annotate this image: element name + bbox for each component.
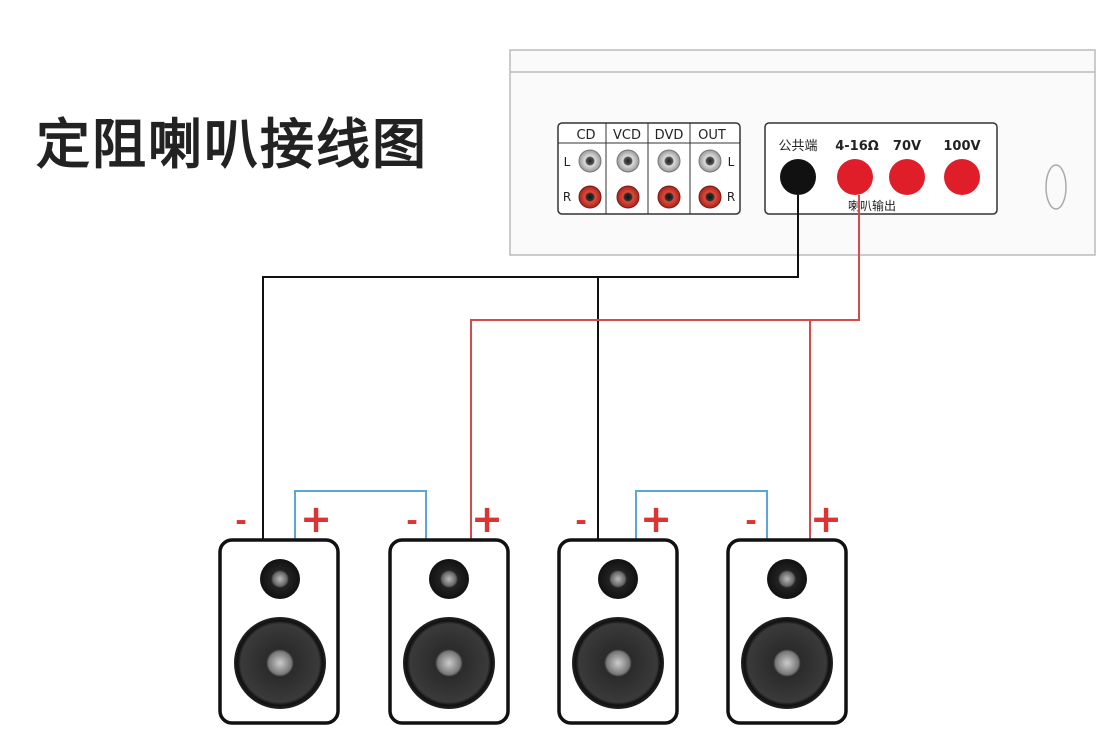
input-label-out: OUT <box>698 128 726 143</box>
rca-jack-out-left <box>698 149 722 173</box>
speaker-1-plus: + <box>300 497 332 541</box>
rca-jack-vcd-left <box>616 149 640 173</box>
channel-left-label-out: L <box>728 155 735 169</box>
rca-jack-dvd-right <box>657 185 681 209</box>
speaker-1-minus: - <box>235 504 247 537</box>
output-panel: 公共端 4-16Ω 70V 100V 喇叭输出 <box>764 122 998 215</box>
speaker-1-tweeter <box>260 559 300 599</box>
terminal-4-16ohm <box>837 159 873 195</box>
speaker-output-caption: 喇叭输出 <box>848 198 896 213</box>
positive-wire <box>470 195 860 540</box>
terminal-100v <box>944 159 980 195</box>
speaker-3-plus: + <box>640 497 672 541</box>
series-link-wires <box>294 490 768 540</box>
power-indicator <box>1045 164 1067 210</box>
amplifier: CD VCD DVD OUT L R L R 公共端 4-16Ω 70V 100… <box>509 49 1096 256</box>
polarity-marks: - + - + - + - + <box>235 497 842 541</box>
speaker-4-tweeter <box>767 559 807 599</box>
speaker-4-woofer <box>741 617 833 709</box>
channel-right-label-out: R <box>727 190 735 204</box>
input-label-dvd: DVD <box>655 128 684 143</box>
rca-jack-dvd-left <box>657 149 681 173</box>
diagram-title: 定阻喇叭接线图 <box>36 113 428 176</box>
rca-jack-cd-left <box>578 149 602 173</box>
rca-jack-out-right <box>698 185 722 209</box>
terminal-label-70v: 70V <box>893 139 921 154</box>
speaker-2 <box>388 538 510 725</box>
speaker-1 <box>218 538 340 725</box>
speaker-2-minus: - <box>406 504 418 537</box>
channel-left-label: L <box>564 155 571 169</box>
terminal-70v <box>889 159 925 195</box>
terminal-label-100v: 100V <box>943 139 980 154</box>
speaker-3-woofer <box>572 617 664 709</box>
channel-right-label: R <box>563 190 571 204</box>
speaker-4-plus: + <box>810 497 842 541</box>
speaker-1-woofer <box>234 617 326 709</box>
speaker-3 <box>557 538 679 725</box>
terminal-label-4-16ohm: 4-16Ω <box>835 139 879 154</box>
rca-jack-cd-right <box>578 185 602 209</box>
speaker-2-plus: + <box>471 497 503 541</box>
terminal-common <box>780 159 816 195</box>
rca-jack-vcd-right <box>616 185 640 209</box>
speaker-2-woofer <box>403 617 495 709</box>
speaker-3-tweeter <box>598 559 638 599</box>
speaker-4 <box>726 538 848 725</box>
input-label-cd: CD <box>576 128 595 143</box>
terminal-label-common: 公共端 <box>778 139 817 154</box>
input-panel: CD VCD DVD OUT L R L R <box>557 122 741 215</box>
input-label-vcd: VCD <box>613 128 641 143</box>
speaker-3-minus: - <box>575 504 587 537</box>
speaker-2-tweeter <box>429 559 469 599</box>
speaker-4-minus: - <box>745 504 757 537</box>
